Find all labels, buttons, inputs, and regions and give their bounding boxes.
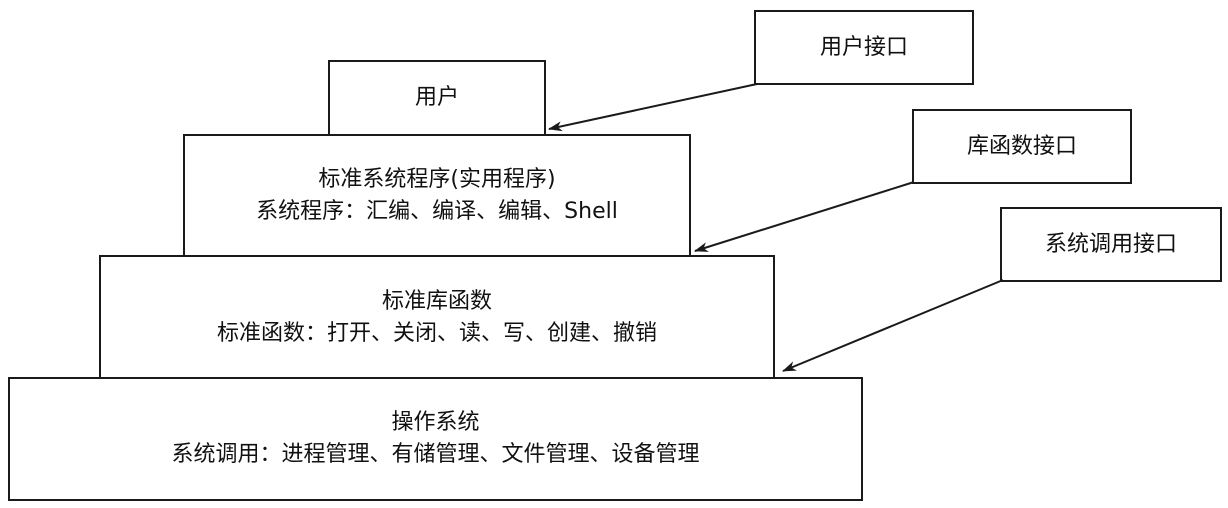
syscall-interface-arrow — [782, 279, 1004, 372]
standard-programs-detail: 系统程序：汇编、编译、编辑、Shell — [256, 198, 618, 224]
user-interface-arrow — [548, 83, 758, 132]
user-interface-callout: 用户接口 — [754, 10, 974, 85]
operating-system-detail: 系统调用：进程管理、有储管理、文件管理、设备管理 — [171, 442, 700, 467]
library-interface-arrow — [694, 181, 915, 252]
library-functions-title: 标准库函数 — [381, 288, 492, 314]
library-functions-detail: 标准函数：打开、关闭、读、写、创建、撤销 — [216, 320, 657, 346]
operating-system-title: 操作系统 — [391, 410, 480, 435]
operating-system-layer: 操作系统 系统调用：进程管理、有储管理、文件管理、设备管理 — [8, 377, 863, 501]
library-interface-label: 库函数接口 — [966, 133, 1077, 159]
library-functions-layer: 标准库函数 标准函数：打开、关闭、读、写、创建、撤销 — [99, 255, 775, 380]
user-layer: 用户 — [328, 60, 546, 136]
library-interface-callout: 库函数接口 — [912, 109, 1132, 184]
user-layer-title: 用户 — [414, 85, 459, 110]
standard-programs-title: 标准系统程序(实用程序) — [318, 166, 556, 192]
standard-programs-layer: 标准系统程序(实用程序) 系统程序：汇编、编译、编辑、Shell — [183, 134, 691, 257]
user-interface-label: 用户接口 — [819, 34, 908, 60]
syscall-interface-callout: 系统调用接口 — [1000, 207, 1222, 282]
syscall-interface-label: 系统调用接口 — [1044, 231, 1177, 257]
